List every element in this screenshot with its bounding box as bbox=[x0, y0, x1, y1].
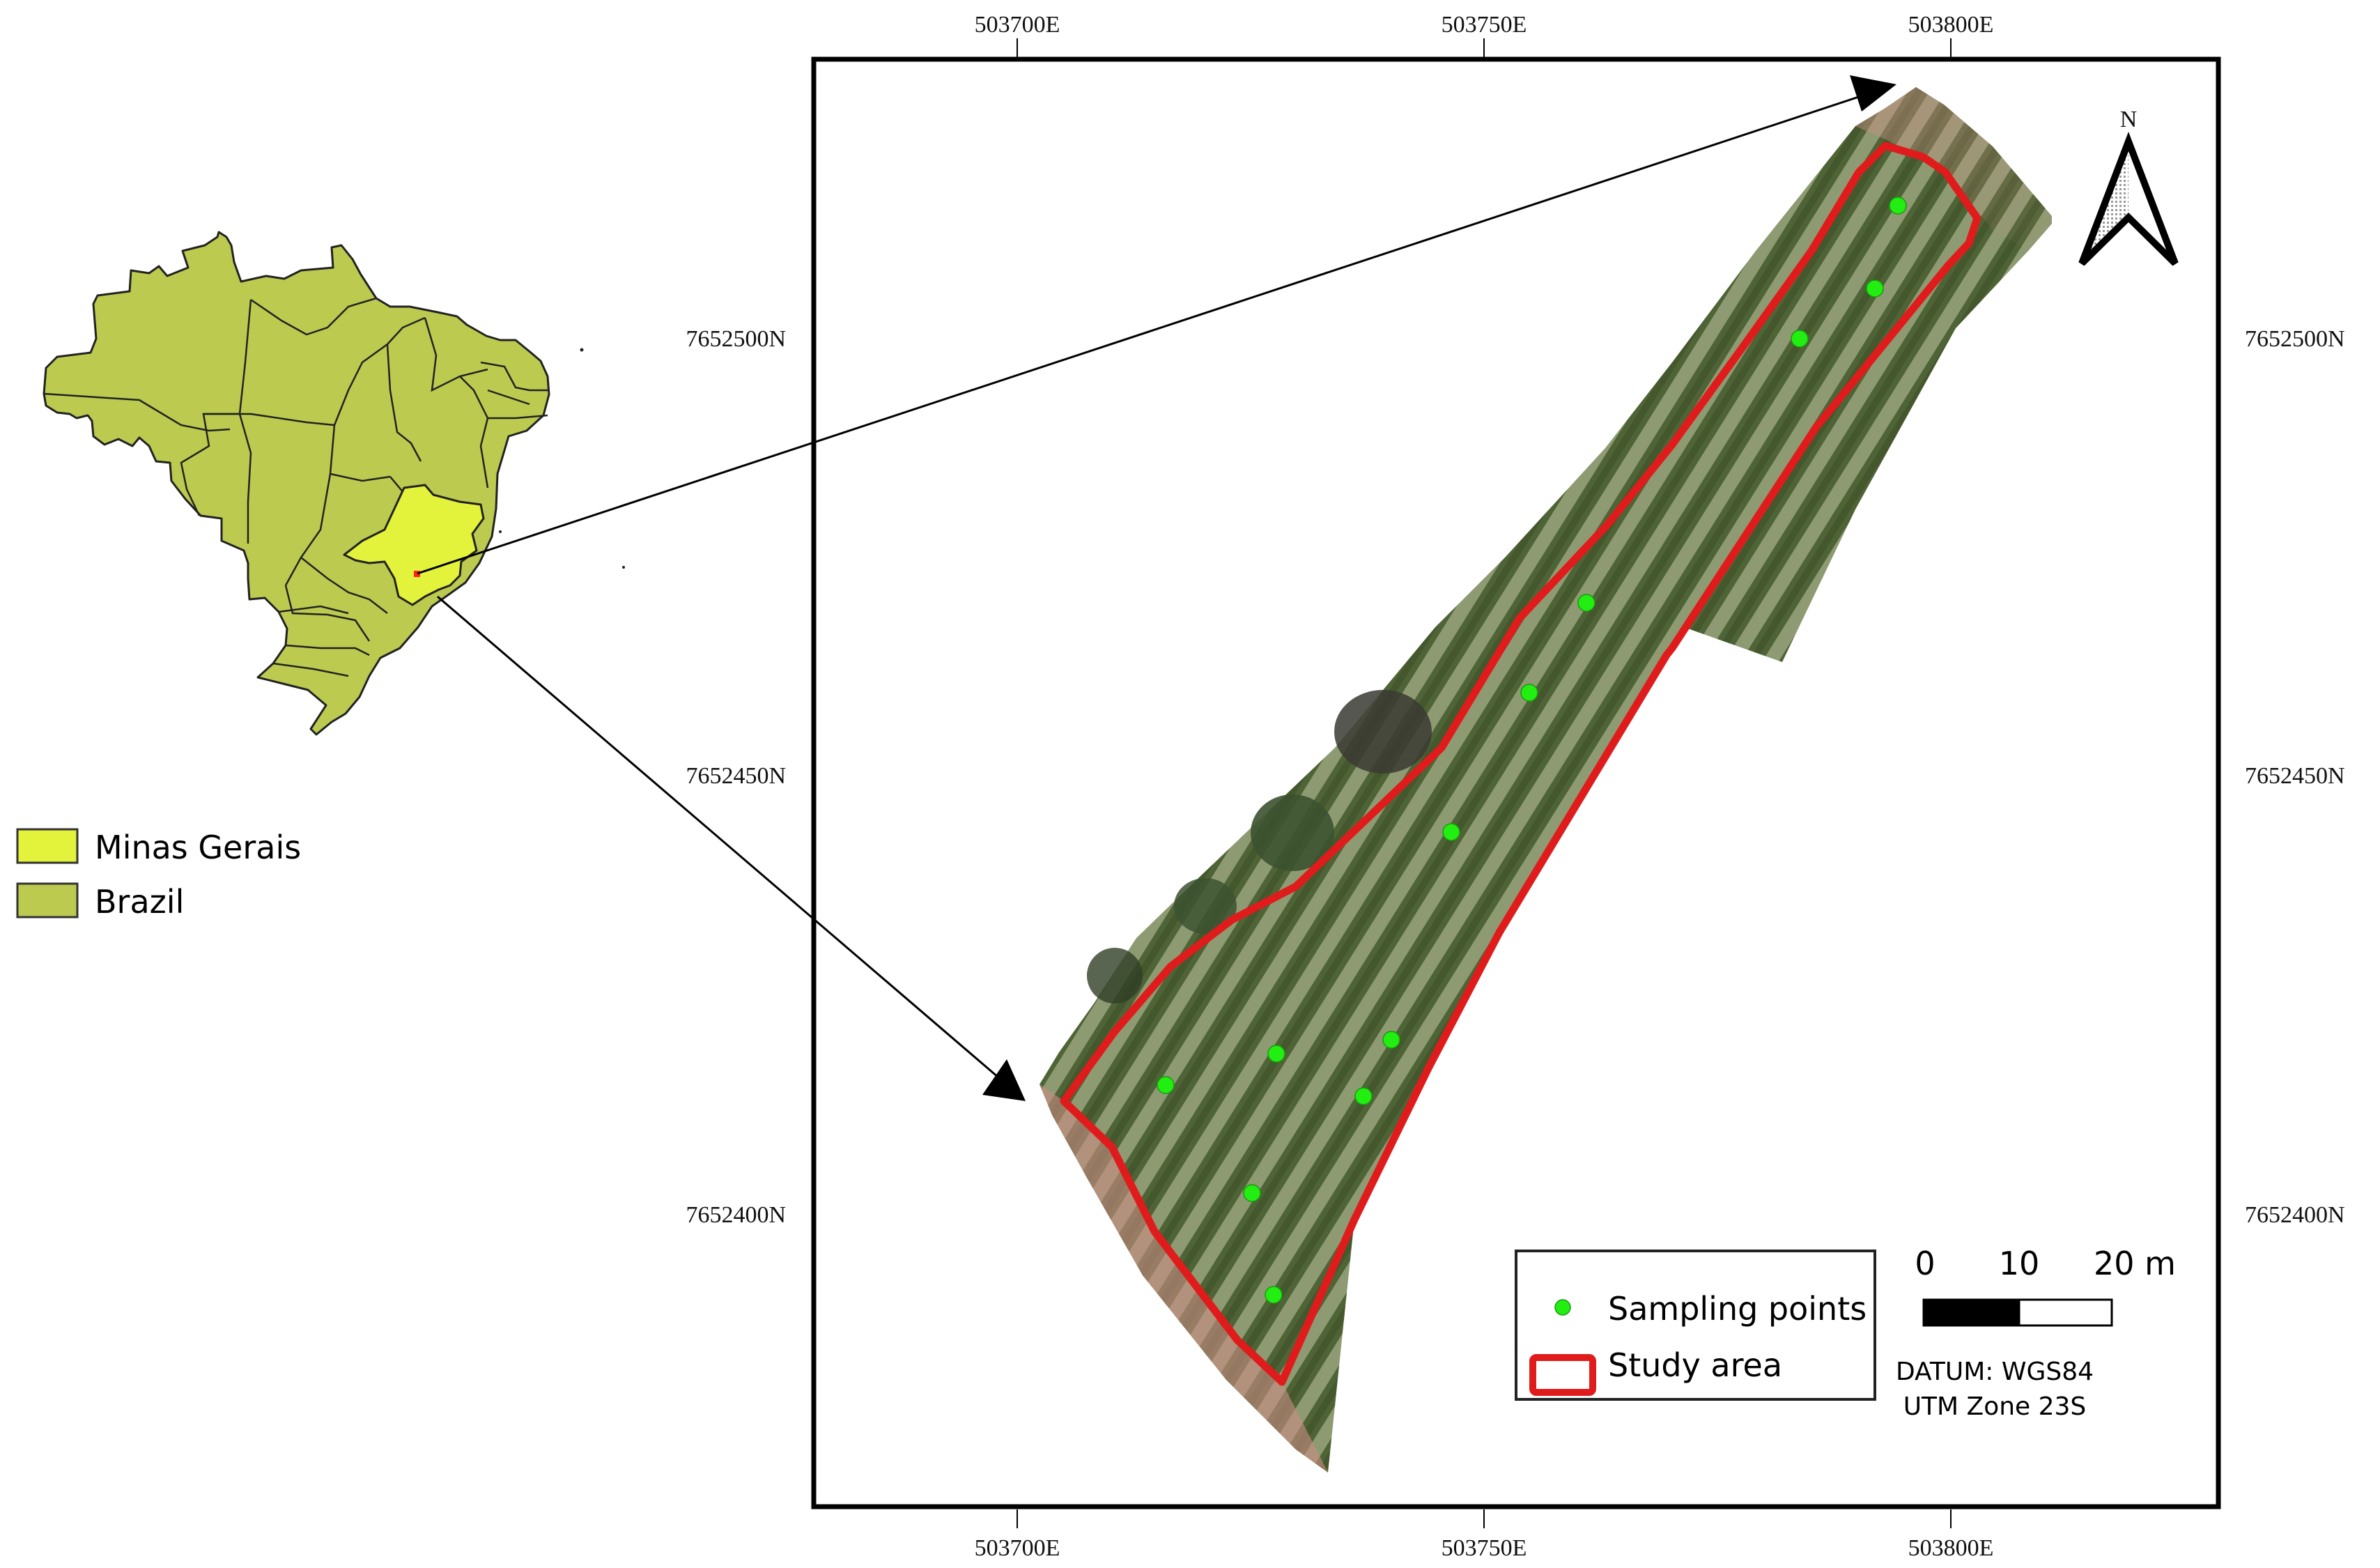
arrow-to-southwest-line bbox=[437, 595, 1004, 1083]
north-arrow: N bbox=[2078, 107, 2179, 266]
state-borders bbox=[43, 297, 548, 677]
x-tick-bottom-503800E: 503800E bbox=[1908, 1535, 1994, 1561]
y-tick-right-7652400N: 7652400N bbox=[2245, 1202, 2345, 1228]
scale-bar: 0 10 20 m bbox=[1915, 1245, 2176, 1327]
sampling-point bbox=[1354, 1087, 1373, 1105]
scale-label-0: 0 bbox=[1915, 1245, 1935, 1282]
map-legend: Sampling points Study area bbox=[1515, 1250, 1876, 1401]
legend-label-sampling-points: Sampling points bbox=[1608, 1290, 1867, 1328]
arrowhead-southwest-icon bbox=[982, 1059, 1026, 1101]
y-tick-left-7652500N: 7652500N bbox=[686, 326, 786, 352]
scale-segment-black bbox=[1922, 1298, 2020, 1327]
sampling-point bbox=[1265, 1286, 1283, 1304]
y-tick-left-7652450N: 7652450N bbox=[686, 763, 786, 789]
sampling-point bbox=[1243, 1184, 1261, 1202]
grid-ticks bbox=[1017, 38, 1952, 1528]
scale-label-10: 10 bbox=[1999, 1245, 2040, 1282]
sampling-point bbox=[1866, 279, 1884, 298]
sampling-point bbox=[1520, 684, 1538, 702]
inset-legend: Minas Gerais Brazil bbox=[16, 828, 301, 921]
scale-segment-white bbox=[2018, 1298, 2113, 1327]
y-tick-left-7652400N: 7652400N bbox=[686, 1202, 786, 1228]
legend-label-brazil: Brazil bbox=[95, 883, 184, 921]
x-tick-bottom-503700E: 503700E bbox=[975, 1535, 1060, 1561]
arrowhead-northeast-icon bbox=[1850, 75, 1896, 112]
sampling-point bbox=[1382, 1031, 1400, 1049]
y-tick-right-7652500N: 7652500N bbox=[2245, 326, 2345, 352]
aerial-orthomosaic bbox=[1040, 87, 2052, 1473]
sampling-point bbox=[1267, 1045, 1285, 1063]
sampling-point bbox=[1157, 1076, 1175, 1094]
brazil-country-shape bbox=[42, 231, 550, 736]
connector-arrows bbox=[417, 75, 1896, 1101]
scale-label-20m: 20 m bbox=[2094, 1245, 2176, 1282]
x-tick-bottom-503750E: 503750E bbox=[1442, 1535, 1527, 1561]
arrow-to-northeast-line bbox=[417, 93, 1868, 575]
study-site-marker bbox=[414, 571, 420, 577]
sampling-point bbox=[1577, 594, 1595, 612]
y-tick-right-7652450N: 7652450N bbox=[2245, 763, 2345, 789]
main-map-frame: 503700E 503750E 503800E 503700E 503750E … bbox=[686, 12, 2344, 1561]
study-area-polygon bbox=[1060, 141, 1981, 1386]
legend-label-minas-gerais: Minas Gerais bbox=[95, 829, 301, 866]
legend-swatch-brazil bbox=[16, 882, 79, 918]
minas-gerais-shape bbox=[343, 484, 485, 606]
datum-text: DATUM: WGS84 bbox=[1896, 1358, 2094, 1386]
brazil-inset-map bbox=[42, 231, 625, 736]
x-tick-top-503700E: 503700E bbox=[975, 12, 1060, 38]
legend-study-area-icon bbox=[1529, 1354, 1596, 1396]
legend-swatch-minas-gerais bbox=[16, 828, 79, 864]
legend-sampling-point-icon bbox=[1554, 1299, 1571, 1316]
sampling-points bbox=[1157, 197, 1907, 1304]
sampling-point bbox=[1889, 197, 1907, 215]
x-tick-top-503750E: 503750E bbox=[1442, 12, 1527, 38]
x-tick-top-503800E: 503800E bbox=[1908, 12, 1994, 38]
projection-text: UTM Zone 23S bbox=[1903, 1392, 2087, 1421]
north-label: N bbox=[2120, 107, 2138, 132]
sampling-point bbox=[1442, 823, 1460, 841]
north-arrow-icon bbox=[2078, 132, 2179, 266]
legend-label-study-area: Study area bbox=[1608, 1346, 1782, 1384]
sampling-point bbox=[1791, 330, 1809, 348]
